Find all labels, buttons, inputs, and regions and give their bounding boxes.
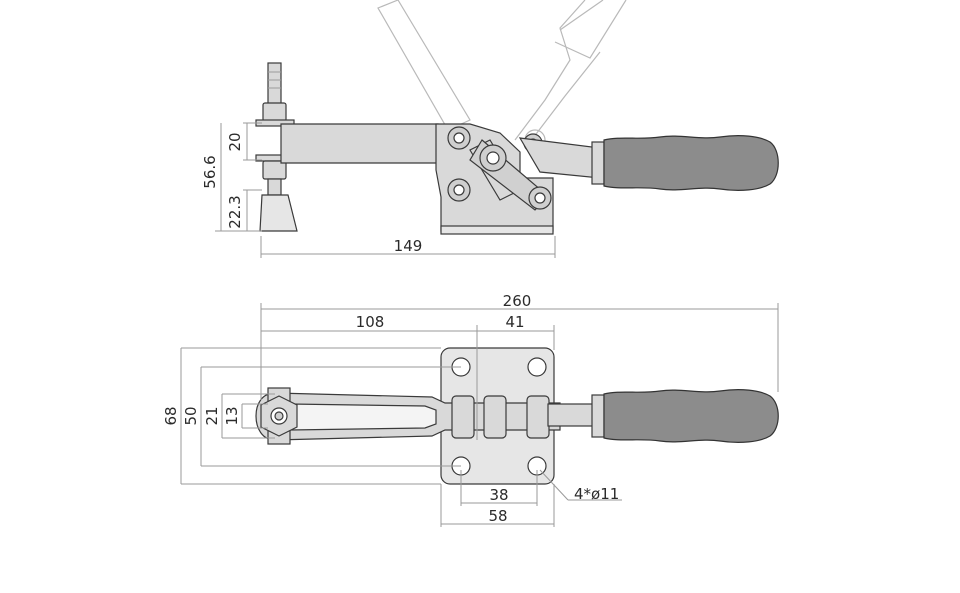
dim-overall-length: 260 (503, 292, 532, 310)
dim-total-height: 56.6 (201, 155, 219, 188)
dim-inner-width: 13 (223, 406, 241, 425)
dim-length: 149 (394, 237, 423, 255)
dim-holes: 4*ø11 (574, 485, 619, 503)
side-view: 20 56.6 22.3 149 (201, 0, 779, 258)
dim-arm-to-base: 108 (356, 313, 385, 331)
dim-stud-pitch: 20 (226, 132, 244, 151)
dim-spindle-height: 22.3 (226, 195, 244, 228)
dim-slot-width: 21 (203, 406, 221, 425)
side-handle (518, 135, 779, 191)
dim-hole-pitch: 38 (489, 486, 508, 504)
dim-base-offset: 41 (505, 313, 524, 331)
dim-base-width: 58 (488, 507, 507, 525)
top-dimensions (180, 303, 779, 527)
dim-overall-width: 68 (162, 406, 180, 425)
dim-arm-width: 50 (182, 406, 200, 425)
spindle-stud (255, 62, 298, 232)
hex-nut (260, 387, 298, 445)
slotted-arm (255, 392, 561, 441)
side-dimensions (215, 122, 556, 258)
clamp-arm (280, 123, 439, 164)
base-body (435, 123, 554, 235)
top-handle (547, 389, 779, 443)
top-view: 260 108 41 68 50 21 13 38 58 4*ø11 (162, 292, 779, 527)
